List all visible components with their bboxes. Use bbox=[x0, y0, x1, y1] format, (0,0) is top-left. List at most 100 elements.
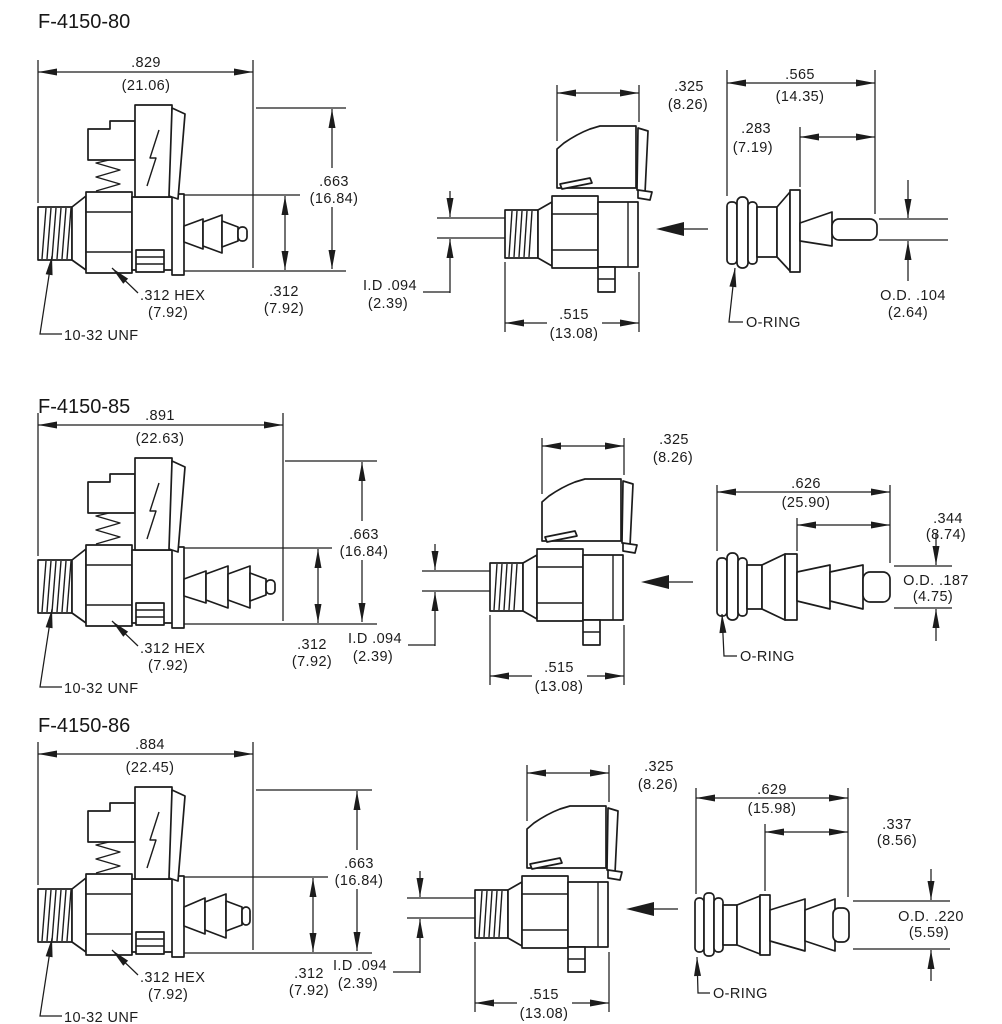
front-view-f-4150-86: I.D .094 (2.39) .325 (8.26) .515 (13.08) bbox=[333, 759, 678, 1022]
label-id-metric: (2.39) bbox=[338, 976, 378, 992]
dim-length-value: .565 bbox=[785, 67, 815, 83]
dim-top-value: .325 bbox=[659, 432, 689, 448]
thread-hatch-line bbox=[51, 207, 57, 260]
dim-height-metric: (16.84) bbox=[340, 544, 389, 560]
pivot-detail bbox=[529, 857, 563, 870]
flange bbox=[171, 193, 185, 276]
insert-view-f-4150-86: .629 (15.98) .337 (8.56) O.D. .220 (5.59… bbox=[694, 782, 963, 1002]
dim-od-metric: (4.75) bbox=[913, 589, 953, 605]
dim-width-metric: (21.06) bbox=[122, 78, 171, 94]
dim-length-metric: (25.90) bbox=[782, 495, 831, 511]
side-view-f-4150-85: .891 (22.63) .663 (16.84) .312 (7.92) .3… bbox=[37, 408, 389, 697]
dim-base-value: .515 bbox=[559, 307, 589, 323]
front-view-dimensions: I.D .094 (2.39) .325 (8.26) .515 (13.08) bbox=[363, 79, 708, 342]
part-number-title: F-4150-85 bbox=[38, 396, 130, 418]
dim-barb-metric: (7.92) bbox=[264, 301, 304, 317]
lever-handle bbox=[526, 805, 607, 869]
barb-segment bbox=[205, 565, 229, 609]
part-number-title: F-4150-86 bbox=[38, 715, 130, 737]
thread-hatch-line bbox=[41, 207, 47, 260]
thread-hatch-line bbox=[513, 210, 518, 258]
barb-segment bbox=[796, 564, 831, 610]
leader-line bbox=[111, 620, 139, 647]
dim-width-value: .829 bbox=[131, 55, 161, 71]
toggle-blade bbox=[168, 460, 186, 553]
stem-housing bbox=[134, 104, 173, 198]
thread-hatch-line bbox=[41, 560, 47, 613]
label-id-value: I.D .094 bbox=[363, 278, 417, 294]
barb-tip bbox=[832, 907, 850, 943]
thread-hatch-line bbox=[478, 890, 483, 938]
insert-view-f-4150-80: .565 (14.35) .283 (7.19) O.D. .104 (2.64… bbox=[726, 67, 948, 331]
front-view-dimensions: I.D .094 (2.39) .325 (8.26) .515 (13.08) bbox=[333, 759, 678, 1022]
thread-hatch-line bbox=[56, 889, 62, 942]
thread-hatch-line bbox=[51, 560, 57, 613]
barb-segment bbox=[183, 218, 204, 250]
dim-length-metric: (15.98) bbox=[748, 801, 797, 817]
label-hex-metric: (7.92) bbox=[148, 987, 188, 1003]
toggle-blade bbox=[168, 789, 186, 882]
label-oring: O-RING bbox=[746, 315, 801, 331]
dim-barb-value: .312 bbox=[297, 637, 327, 653]
insert-cone bbox=[776, 191, 791, 272]
valve-side-drawing bbox=[37, 104, 248, 276]
insert-drawing bbox=[716, 552, 891, 621]
valve-side-drawing bbox=[37, 457, 276, 629]
thread-hatch-line bbox=[513, 563, 518, 611]
barb-tip bbox=[241, 906, 251, 926]
barb-segment bbox=[183, 570, 207, 604]
nose-cone bbox=[71, 548, 87, 624]
side-view-f-4150-80: .829 (21.06) .663 (16.84) .312 (7.92) .3… bbox=[37, 55, 358, 344]
barb-tip bbox=[265, 579, 276, 595]
barb-tip bbox=[862, 571, 891, 603]
dim-width-metric: (22.63) bbox=[136, 431, 185, 447]
label-thread: 10-32 UNF bbox=[64, 1010, 139, 1024]
barb-tip-cone bbox=[221, 220, 239, 248]
dim-barb-metric: (7.92) bbox=[289, 983, 329, 999]
oring-ring bbox=[703, 892, 715, 957]
insert-view-f-4150-85: .626 (25.90) .344 (8.74) O.D. .187 (4.75… bbox=[716, 476, 968, 665]
side-view-dimensions: .829 (21.06) .663 (16.84) .312 (7.92) .3… bbox=[37, 55, 358, 344]
nose-cone bbox=[522, 554, 538, 620]
spring-coil bbox=[95, 510, 121, 545]
dim-barb-value: .312 bbox=[294, 966, 324, 982]
valve-side-drawing bbox=[37, 786, 251, 958]
flange bbox=[171, 875, 185, 958]
hex-body bbox=[536, 548, 584, 622]
barb-segment bbox=[829, 564, 864, 610]
thread-hatch-line bbox=[61, 207, 67, 260]
dim-top-metric: (8.26) bbox=[653, 450, 693, 466]
thread-hatch-line bbox=[56, 560, 62, 613]
lever-arm bbox=[87, 802, 136, 843]
barb-tip bbox=[831, 218, 878, 241]
insert-neck bbox=[756, 206, 778, 258]
dim-height-value: .663 bbox=[319, 174, 349, 190]
oring-groove bbox=[737, 557, 748, 617]
toggle-blade bbox=[168, 107, 186, 200]
dim-top-value: .325 bbox=[644, 759, 674, 775]
spring-coil bbox=[95, 839, 121, 874]
barb-tip-cone bbox=[225, 900, 243, 932]
barb-tip-cone bbox=[249, 572, 267, 602]
thread-hatch-line bbox=[483, 890, 488, 938]
lever-arm bbox=[87, 120, 136, 161]
lever-arm bbox=[87, 473, 136, 514]
hex-body bbox=[85, 191, 133, 274]
label-oring: O-RING bbox=[713, 986, 768, 1002]
front-view-dimensions: I.D .094 (2.39) .325 (8.26) .515 (13.08) bbox=[348, 432, 693, 695]
front-view-f-4150-80: I.D .094 (2.39) .325 (8.26) .515 (13.08) bbox=[363, 79, 708, 342]
valve-front-drawing bbox=[489, 478, 638, 646]
oring-groove bbox=[747, 201, 758, 265]
thread-hatch-line bbox=[498, 563, 503, 611]
label-hex-metric: (7.92) bbox=[148, 658, 188, 674]
hex-body bbox=[551, 195, 599, 269]
dim-od-metric: (2.64) bbox=[888, 305, 928, 321]
dim-height-metric: (16.84) bbox=[335, 873, 384, 889]
flange bbox=[171, 546, 185, 629]
dim-sub-metric: (8.74) bbox=[926, 527, 966, 543]
insert-view-dimensions: .626 (25.90) .344 (8.74) O.D. .187 (4.75… bbox=[716, 476, 968, 665]
barb-segment bbox=[204, 893, 227, 939]
leader-line bbox=[39, 255, 62, 335]
